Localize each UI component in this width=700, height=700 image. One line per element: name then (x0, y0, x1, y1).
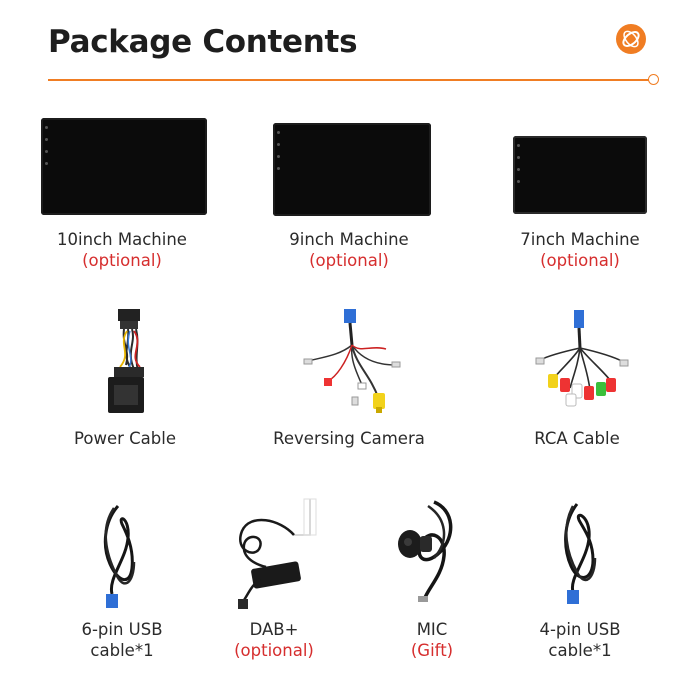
page-title: Package Contents (48, 24, 358, 60)
rca-cable-image (535, 310, 629, 407)
item-label-7inch: 7inch Machine (optional) (480, 229, 680, 271)
item-title: 10inch Machine (57, 230, 187, 249)
item-note: (Gift) (410, 641, 454, 660)
item-title: Power Cable (74, 429, 176, 448)
item-label-rca-cable: RCA Cable (477, 428, 677, 449)
brand-logo-icon (616, 24, 646, 54)
item-title: 9inch Machine (289, 230, 409, 249)
microphone-image (398, 500, 453, 602)
item-label-9inch: 9inch Machine (optional) (249, 229, 449, 271)
item-note: (optional) (309, 251, 389, 270)
usb-cable-6pin-image (103, 505, 136, 608)
reversing-camera-cable-image (303, 309, 401, 413)
item-title-line2: cable*1 (548, 641, 612, 660)
item-label-mic: MIC (Gift) (332, 619, 532, 661)
item-label-reversing-camera: Reversing Camera (249, 428, 449, 449)
item-note: (optional) (234, 641, 314, 660)
item-title: Reversing Camera (273, 429, 425, 448)
item-title: 7inch Machine (520, 230, 640, 249)
item-note: (optional) (540, 251, 620, 270)
power-cable-image (108, 309, 144, 413)
divider-end-dot (648, 74, 659, 85)
item-label-usb-6pin: 6-pin USB cable*1 (22, 619, 222, 661)
head-unit-9inch-image (273, 123, 431, 216)
item-title: RCA Cable (534, 429, 620, 448)
item-title: 4-pin USB (539, 620, 621, 639)
dab-antenna-image (238, 498, 317, 609)
item-label-dab: DAB+ (optional) (174, 619, 374, 661)
item-title-line2: cable*1 (90, 641, 154, 660)
head-unit-10inch-image (41, 118, 207, 215)
item-label-power-cable: Power Cable (25, 428, 225, 449)
item-note: (optional) (82, 251, 162, 270)
usb-cable-4pin-image (564, 503, 597, 604)
item-label-10inch: 10inch Machine (optional) (22, 229, 222, 271)
item-title: MIC (416, 620, 448, 639)
item-title: 6-pin USB (81, 620, 163, 639)
head-unit-7inch-image (513, 136, 647, 214)
item-title: DAB+ (249, 620, 299, 639)
header-divider (48, 79, 653, 81)
item-label-usb-4pin: 4-pin USB cable*1 (480, 619, 680, 661)
